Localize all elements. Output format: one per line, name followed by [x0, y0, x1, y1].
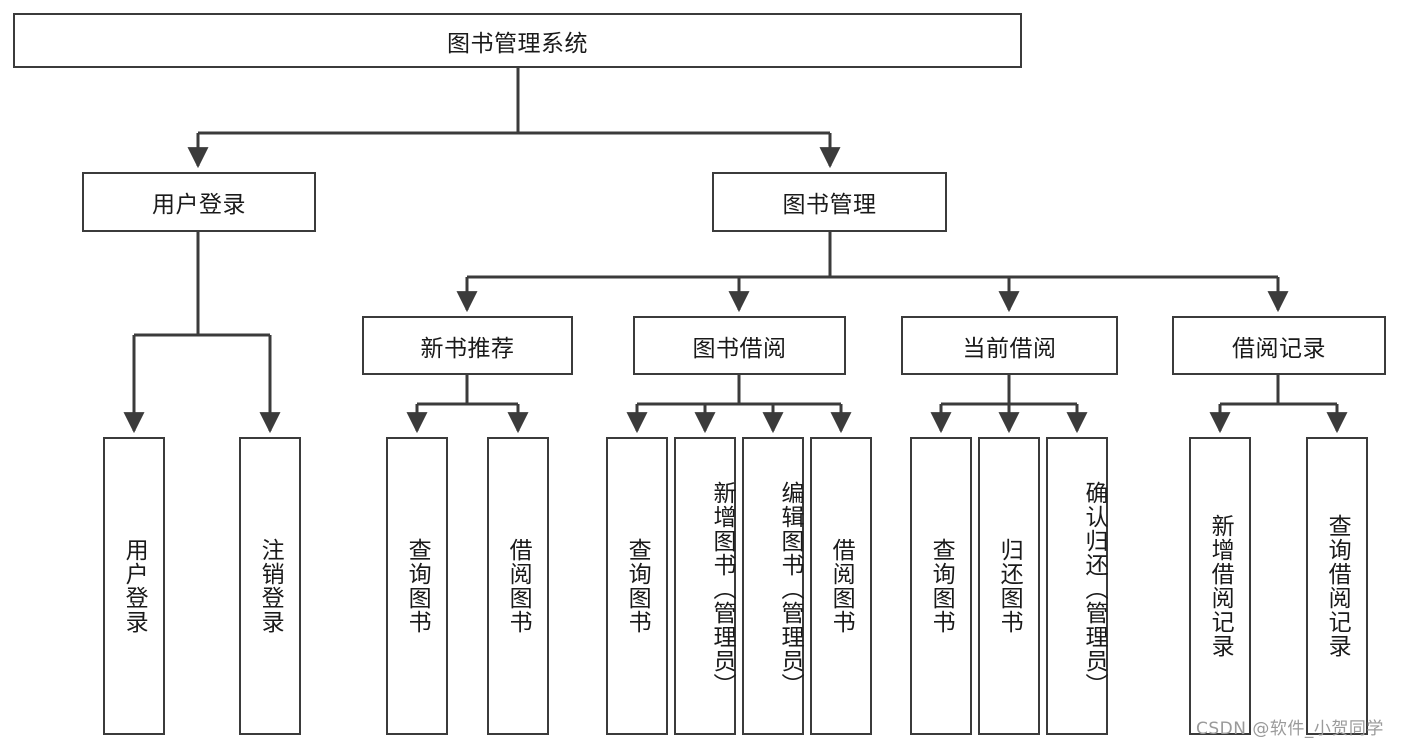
node-label: 图书管理系统 — [447, 30, 588, 57]
node-label: 查询图书 — [928, 538, 955, 634]
node-book-borrow[interactable]: 图书借阅 — [633, 316, 846, 375]
node-borrow-record[interactable]: 借阅记录 — [1172, 316, 1386, 375]
node-label: 确认归还（管理员） — [1081, 481, 1107, 697]
node-label: 新增借阅记录 — [1207, 514, 1234, 658]
node-label: 借阅图书 — [828, 538, 855, 634]
watermark-text: CSDN @软件_小贺同学 — [1196, 719, 1384, 739]
node-book-management[interactable]: 图书管理 — [712, 172, 947, 232]
node-label: 借阅图书 — [505, 538, 532, 634]
node-label: 新增图书（管理员） — [709, 481, 735, 697]
node-label: 注销登录 — [257, 538, 284, 634]
node-leaf-borrow-book-2[interactable]: 借阅图书 — [810, 437, 872, 735]
node-label: 图书借阅 — [692, 335, 787, 362]
node-leaf-edit-book-admin[interactable]: 编辑图书（管理员） — [742, 437, 804, 735]
node-label: 查询图书 — [404, 538, 431, 634]
node-leaf-query-book-2[interactable]: 查询图书 — [606, 437, 668, 735]
node-label: 编辑图书（管理员） — [777, 481, 803, 697]
node-book-management-system[interactable]: 图书管理系统 — [13, 13, 1022, 68]
node-leaf-add-borrow-record[interactable]: 新增借阅记录 — [1189, 437, 1251, 735]
node-label: 新书推荐 — [420, 335, 515, 362]
node-label: 借阅记录 — [1232, 335, 1326, 362]
node-leaf-return-book[interactable]: 归还图书 — [978, 437, 1040, 735]
node-label: 用户登录 — [152, 192, 246, 218]
node-label: 图书管理 — [782, 192, 877, 218]
node-label: 查询图书 — [624, 538, 651, 634]
node-user-login[interactable]: 用户登录 — [82, 172, 316, 232]
node-leaf-add-book-admin[interactable]: 新增图书（管理员） — [674, 437, 736, 735]
node-leaf-confirm-return-admin[interactable]: 确认归还（管理员） — [1046, 437, 1108, 735]
node-label: 用户登录 — [121, 538, 148, 634]
node-new-book-recommend[interactable]: 新书推荐 — [362, 316, 573, 375]
node-leaf-user-login[interactable]: 用户登录 — [103, 437, 165, 735]
node-leaf-borrow-book-1[interactable]: 借阅图书 — [487, 437, 549, 735]
node-leaf-query-book-1[interactable]: 查询图书 — [386, 437, 448, 735]
node-leaf-logout-login[interactable]: 注销登录 — [239, 437, 301, 735]
node-leaf-query-book-3[interactable]: 查询图书 — [910, 437, 972, 735]
node-label: 查询借阅记录 — [1324, 514, 1351, 658]
node-current-borrow[interactable]: 当前借阅 — [901, 316, 1118, 375]
node-label: 归还图书 — [996, 538, 1023, 634]
node-leaf-query-borrow-record[interactable]: 查询借阅记录 — [1306, 437, 1368, 735]
node-label: 当前借阅 — [962, 335, 1057, 362]
